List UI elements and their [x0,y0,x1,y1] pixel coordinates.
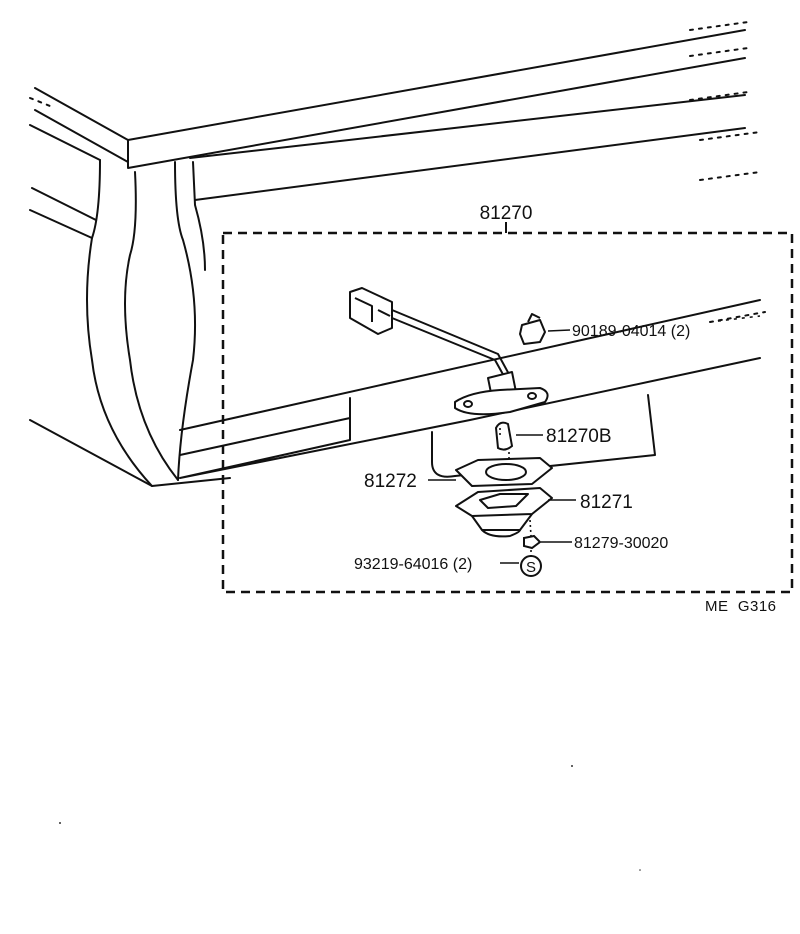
gasket-part [455,457,553,487]
part-label-clip: 90189-04014 (2) [572,323,690,340]
bumper-face [179,357,761,479]
screw-symbol-letter: S [526,559,536,576]
mid-pillar [124,171,179,481]
bumper-bottom [151,394,656,487]
left-dashes [29,97,56,109]
scan-specks [59,765,641,871]
bumper-top-edge [179,299,761,431]
harness-connector [349,287,549,416]
connector-detail [354,297,391,322]
side-panel-lines [29,124,153,487]
continuation-dashes [689,21,766,323]
lens-part [455,487,553,538]
part-label-lens: 81271 [580,492,633,513]
drawing-code: ME G316 [705,598,777,615]
right-pillar-inner [192,161,206,271]
right-pillar [174,161,196,481]
bed-outline [29,21,766,487]
bulb-part [494,421,514,451]
part-label-bulb: 81270B [546,426,612,447]
part-label-gasket: 81272 [364,471,417,492]
assembly-box [221,231,794,594]
left-pillar [86,159,153,487]
leader-lines [428,315,761,564]
harness-wire [391,309,511,379]
socket-hole-right [527,392,537,400]
socket-base-plate [454,387,549,416]
part-label-screw: 93219-64016 (2) [354,556,472,573]
clip-part [519,313,546,345]
assembly-number: 81270 [480,203,533,224]
top-rail [34,29,746,169]
part-label-nut: 81279-30020 [574,535,668,552]
nut-part [523,534,542,550]
socket-hole-left [463,400,473,408]
upper-panel-lines [189,94,746,201]
